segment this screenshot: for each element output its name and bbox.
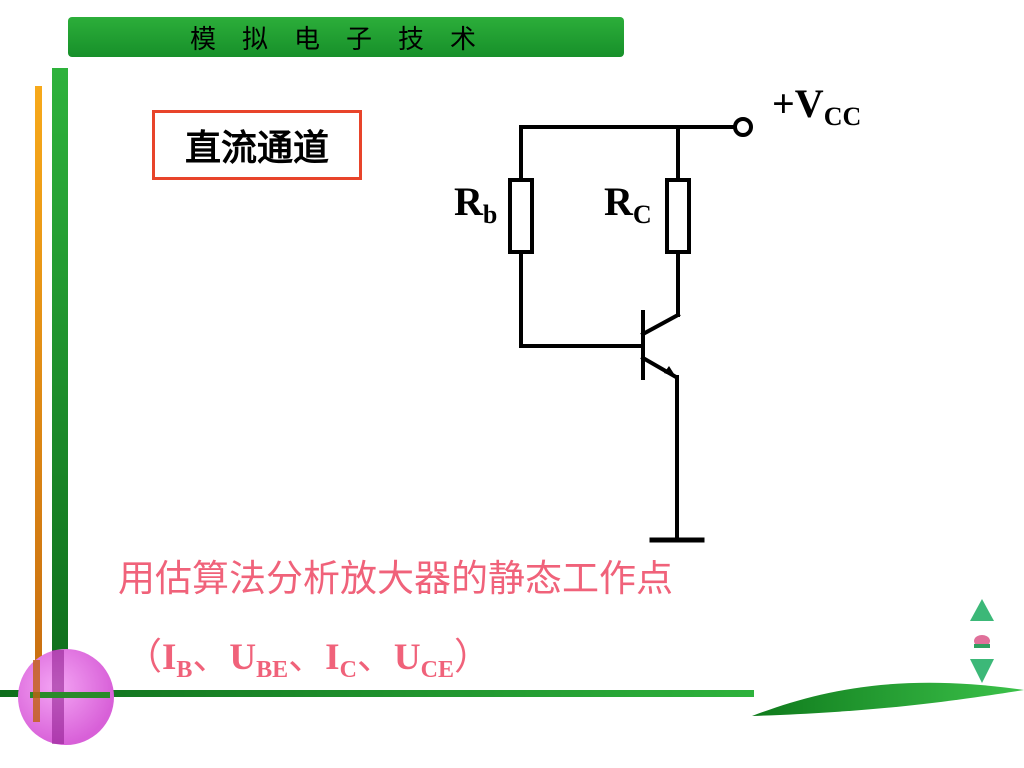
course-title: 模拟电子技术 [189,24,502,55]
ib-main: I [162,637,177,678]
nav-dot-icon[interactable] [974,635,990,648]
rc-sub: C [632,200,652,229]
ic-main: I [325,637,340,678]
nav-up-icon[interactable] [970,599,994,621]
frame-green-bar [52,68,68,678]
rb-label: Rb [454,178,497,230]
caption-line-2: （IB、UBE、IC、UCE） [125,626,491,684]
resistor-rb [508,178,534,254]
nav-down-icon[interactable] [970,659,994,683]
uce-main: U [393,637,421,678]
frame-bottom-bar [0,690,754,697]
vcc-main: +V [772,81,824,126]
emitter-arrow [664,366,676,377]
rc-main: R [604,179,633,224]
slide-navigation [964,597,1000,687]
sep-3: 、 [356,635,394,678]
decorative-leaf-icon [752,682,1024,716]
transistor-collector [640,312,681,337]
ube-sub: BE [256,657,289,683]
ube-main: U [229,637,257,678]
uce-sub: CE [420,657,454,683]
rb-sub: b [482,200,498,229]
ib-sub: B [176,657,193,683]
sep-1: 、 [192,635,230,678]
vcc-sub: CC [823,102,862,131]
frame-orange-bar [35,86,42,726]
vcc-label: +VCC [772,80,861,132]
open-paren: （ [125,635,162,678]
rb-main: R [454,179,483,224]
caption-line-1: 用估算法分析放大器的静态工作点 [118,557,673,600]
sep-2: 、 [288,635,326,678]
close-paren: ） [454,635,491,678]
rc-label: RC [604,178,652,230]
title-bar: 模拟电子技术 [68,17,624,57]
vcc-terminal [733,117,753,137]
decorative-orb-icon [18,649,114,745]
ic-sub: C [339,657,357,683]
dc-path-label: 直流通道 [152,110,362,180]
resistor-rc [665,178,691,254]
